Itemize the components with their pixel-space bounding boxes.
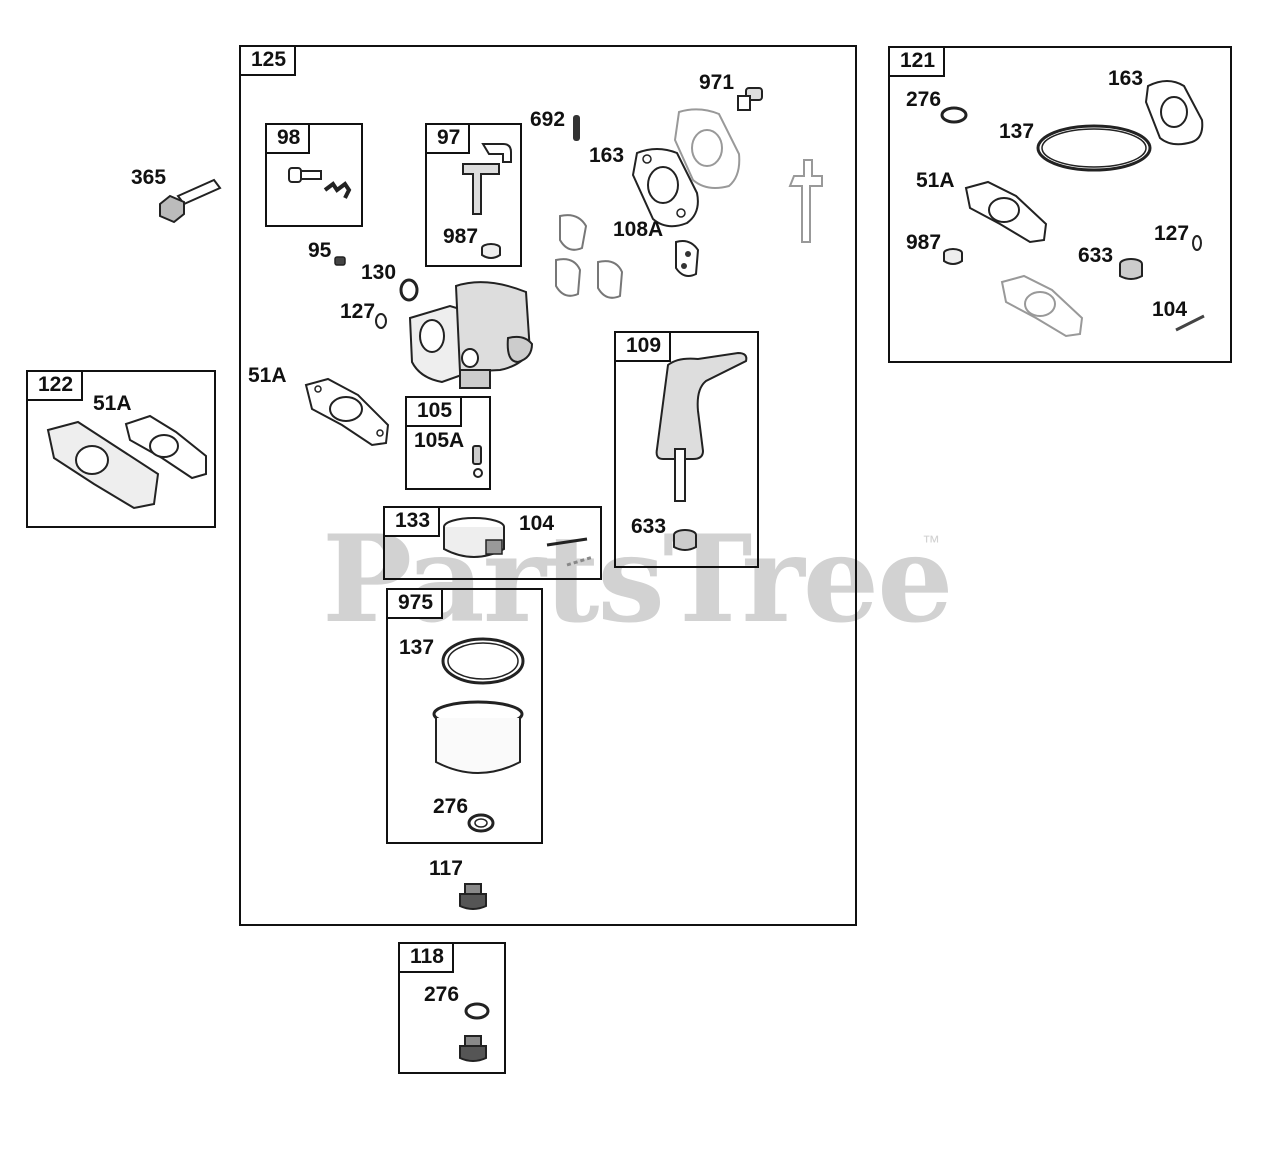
screw-971-part[interactable] bbox=[732, 84, 768, 116]
float-pin-104-part[interactable] bbox=[545, 535, 595, 575]
choke-plates-ghost-part bbox=[555, 214, 624, 299]
group-975-box: 975 bbox=[386, 588, 543, 844]
label-127-main: 127 bbox=[340, 300, 376, 323]
label-365: 365 bbox=[131, 166, 167, 189]
bowl-nut-118-part[interactable] bbox=[456, 1034, 490, 1068]
label-276-975: 276 bbox=[433, 795, 469, 818]
group-121-box: 121 bbox=[888, 46, 1232, 363]
spring-692-part[interactable] bbox=[570, 112, 584, 146]
carburetor-body-part[interactable] bbox=[400, 276, 550, 392]
gasket-51a-121-part[interactable] bbox=[960, 178, 1052, 246]
label-137-975: 137 bbox=[399, 636, 435, 659]
label-633-121: 633 bbox=[1078, 244, 1114, 267]
gasket-163-main-part[interactable] bbox=[627, 143, 707, 231]
label-104-133: 104 bbox=[519, 512, 555, 535]
shaft-ghost-part bbox=[788, 159, 823, 243]
label-163-main: 163 bbox=[589, 144, 625, 167]
label-137-121: 137 bbox=[999, 120, 1035, 143]
group-975-tag[interactable]: 975 bbox=[386, 588, 444, 619]
group-125-box: 125 bbox=[239, 45, 857, 926]
bushing-987-121-part[interactable] bbox=[941, 248, 965, 268]
group-105-box: 105 bbox=[405, 396, 491, 490]
group-98-tag[interactable]: 98 bbox=[265, 123, 311, 154]
seal-633-121-part[interactable] bbox=[1116, 257, 1146, 285]
float-bowl-975-part[interactable] bbox=[430, 698, 530, 783]
group-109-tag[interactable]: 109 bbox=[614, 331, 672, 362]
gasket-ghost-part bbox=[673, 108, 741, 189]
gasket-ghost-121-part bbox=[1000, 274, 1084, 338]
group-133-box: 133 bbox=[383, 506, 602, 580]
label-105a: 105A bbox=[414, 429, 465, 452]
washer-276-118-part[interactable] bbox=[462, 1000, 492, 1022]
group-122-tag[interactable]: 122 bbox=[26, 370, 84, 401]
throttle-shaft-lever-part[interactable] bbox=[640, 345, 755, 505]
o-ring-127-121-part[interactable] bbox=[1190, 234, 1204, 252]
label-108a: 108A bbox=[613, 218, 664, 241]
group-125-tag[interactable]: 125 bbox=[239, 45, 297, 76]
seal-633-part[interactable] bbox=[670, 528, 700, 556]
idle-screw-spring-part[interactable] bbox=[285, 160, 355, 210]
o-ring-137-part[interactable] bbox=[438, 634, 528, 690]
label-971: 971 bbox=[699, 71, 735, 94]
o-ring-130-part[interactable] bbox=[398, 278, 420, 302]
washer-276-975-part[interactable] bbox=[466, 812, 496, 834]
label-276-118: 276 bbox=[424, 983, 460, 1006]
group-98-box: 98 bbox=[265, 123, 363, 227]
bolt-365-part[interactable] bbox=[156, 178, 222, 226]
label-127-121: 127 bbox=[1154, 222, 1190, 245]
screw-95-part[interactable] bbox=[333, 254, 349, 268]
float-133-part[interactable] bbox=[440, 512, 520, 572]
label-163-121: 163 bbox=[1108, 67, 1144, 90]
o-ring-127-part[interactable] bbox=[373, 312, 389, 330]
washer-276-121-part[interactable] bbox=[939, 104, 969, 126]
label-51a-main: 51A bbox=[248, 364, 287, 387]
group-121-tag[interactable]: 121 bbox=[888, 46, 946, 77]
label-51a-122: 51A bbox=[93, 392, 132, 415]
label-692: 692 bbox=[530, 108, 566, 131]
insulator-51a-122-part[interactable] bbox=[40, 410, 212, 514]
label-51a-121: 51A bbox=[916, 169, 955, 192]
pin-104-121-part[interactable] bbox=[1174, 312, 1208, 334]
bushing-987-part[interactable] bbox=[479, 243, 503, 261]
group-97-tag[interactable]: 97 bbox=[425, 123, 471, 154]
group-97-box: 97 bbox=[425, 123, 522, 267]
plate-108a-part[interactable] bbox=[668, 236, 702, 282]
trademark-symbol: ™ bbox=[922, 532, 940, 552]
group-109-box: 109 bbox=[614, 331, 759, 568]
group-118-tag[interactable]: 118 bbox=[398, 942, 454, 973]
group-133-tag[interactable]: 133 bbox=[383, 506, 441, 537]
label-95: 95 bbox=[308, 239, 332, 262]
gasket-163-121-part[interactable] bbox=[1140, 74, 1210, 146]
label-276-121: 276 bbox=[906, 88, 942, 111]
label-633-109: 633 bbox=[631, 515, 667, 538]
label-130: 130 bbox=[361, 261, 397, 284]
o-ring-137-121-part[interactable] bbox=[1034, 122, 1154, 174]
label-987-121: 987 bbox=[906, 231, 942, 254]
label-117: 117 bbox=[429, 857, 463, 880]
label-104-121: 104 bbox=[1152, 298, 1188, 321]
label-987-97: 987 bbox=[443, 225, 479, 248]
choke-lever-part[interactable] bbox=[455, 140, 515, 230]
group-118-box: 118 bbox=[398, 942, 506, 1074]
bowl-nut-117-part[interactable] bbox=[456, 882, 490, 914]
group-122-box: 122 bbox=[26, 370, 216, 528]
gasket-51a-main-part[interactable] bbox=[300, 375, 395, 447]
group-105-tag[interactable]: 105 bbox=[405, 396, 463, 427]
jet-105a-part[interactable] bbox=[470, 442, 486, 480]
